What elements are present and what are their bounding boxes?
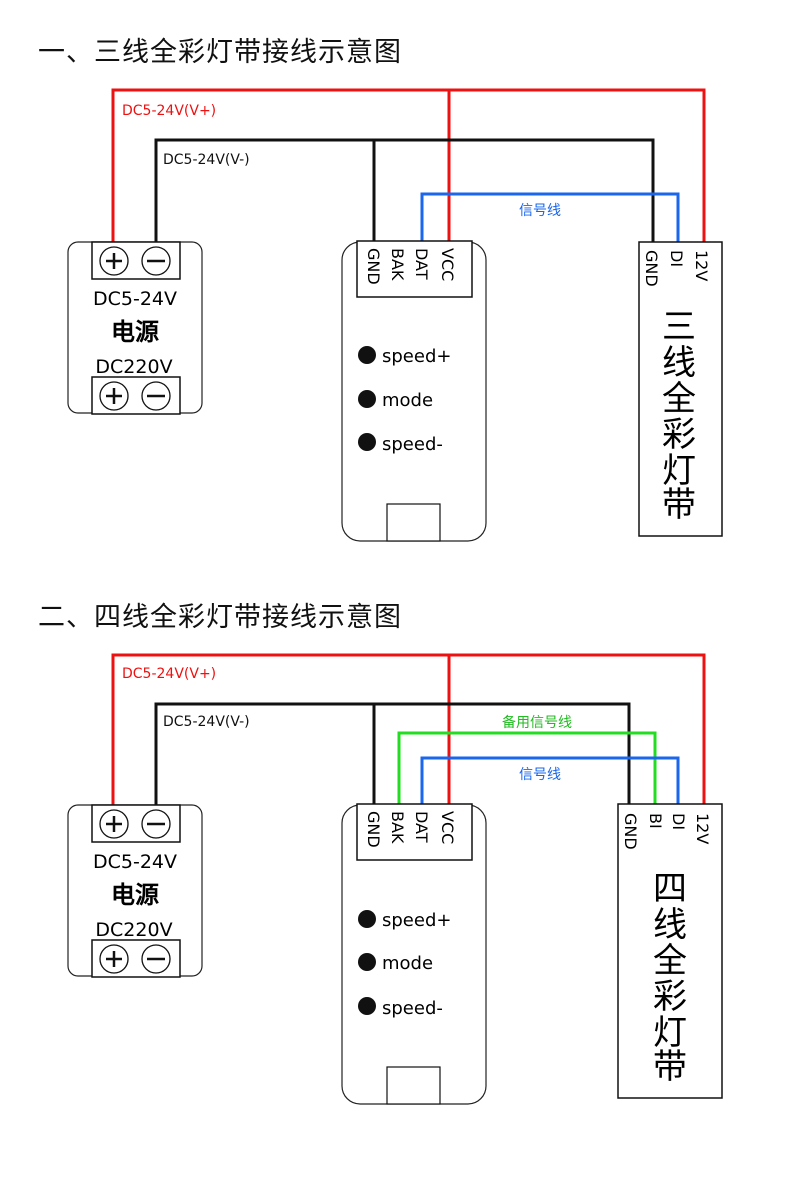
wire-signal <box>420 756 680 805</box>
label-vplus: DC5-24V(V+) <box>122 103 216 119</box>
strip-pin-bi: BI <box>646 813 665 829</box>
wire-vminus <box>154 702 631 805</box>
button-mode[interactable] <box>358 953 376 971</box>
button-speed-minus[interactable] <box>358 433 376 451</box>
controller-pin-dat: DAT <box>412 248 431 280</box>
button-mode-label: mode <box>382 390 433 411</box>
svg-text:全: 全 <box>653 941 687 981</box>
label-vminus: DC5-24V(V-) <box>163 152 250 168</box>
button-speed-plus[interactable] <box>358 910 376 928</box>
strip-pin-gnd: GND <box>642 250 661 287</box>
button-speed-plus[interactable] <box>358 346 376 364</box>
section-title-three-wire: 一、三线全彩灯带接线示意图 <box>38 37 402 68</box>
controller-pin-gnd: GND <box>364 811 383 848</box>
button-mode-label: mode <box>382 953 433 974</box>
button-mode[interactable] <box>358 390 376 408</box>
controller-pin-vcc: VCC <box>438 811 457 844</box>
diagram-three-wire: DC5-24V(V+) DC5-24V(V-) 信号线 DC5-24V 电源 D… <box>67 88 723 542</box>
section-title-four-wire: 二、四线全彩灯带接线示意图 <box>38 602 402 633</box>
svg-text:线: 线 <box>662 343 696 383</box>
psu-input-label: DC220V <box>95 356 172 378</box>
label-vplus: DC5-24V(V+) <box>122 666 216 682</box>
svg-text:彩: 彩 <box>662 415 696 455</box>
psu-name: 电源 <box>111 318 159 346</box>
svg-text:带: 带 <box>662 485 696 525</box>
psu-output-label: DC5-24V <box>93 851 177 873</box>
controller-pin-vcc: VCC <box>438 248 457 281</box>
strip-name: 四 线 全 彩 灯 带 <box>653 869 687 1087</box>
plus-circle-icon <box>99 809 129 839</box>
controller-pin-gnd: GND <box>364 248 383 285</box>
diagram-four-wire: DC5-24V(V+) DC5-24V(V-) 备用信号线 信号线 DC5-24… <box>67 653 723 1105</box>
wire-backup-signal <box>397 731 657 805</box>
plus-circle-icon <box>99 246 129 276</box>
minus-circle-icon <box>141 944 171 974</box>
svg-text:带: 带 <box>653 1047 687 1087</box>
svg-text:全: 全 <box>662 379 696 419</box>
plus-circle-icon <box>99 381 129 411</box>
wire-vplus <box>111 653 706 805</box>
wire-signal <box>420 192 680 243</box>
strip-pin-gnd: GND <box>621 813 640 850</box>
minus-circle-icon <box>141 246 171 276</box>
svg-text:线: 线 <box>653 905 687 945</box>
controller-pin-dat: DAT <box>412 811 431 843</box>
plus-circle-icon <box>99 944 129 974</box>
power-supply: DC5-24V 电源 DC220V <box>67 804 203 978</box>
svg-text:彩: 彩 <box>653 977 687 1017</box>
psu-output-label: DC5-24V <box>93 288 177 310</box>
button-speed-minus-label: speed- <box>382 434 443 455</box>
button-speed-plus-label: speed+ <box>382 346 451 367</box>
controller-port <box>386 503 441 542</box>
minus-circle-icon <box>141 381 171 411</box>
wire-vminus <box>154 138 655 243</box>
led-strip: GND DI 12V 三 线 全 彩 灯 带 <box>638 241 723 537</box>
controller-pin-header <box>356 240 473 298</box>
svg-text:三: 三 <box>662 307 696 347</box>
label-backup-signal: 备用信号线 <box>502 714 572 731</box>
psu-name: 电源 <box>111 881 159 909</box>
minus-circle-icon <box>141 809 171 839</box>
controller: GND BAK DAT VCC speed+ mode speed- <box>341 240 487 542</box>
svg-text:四: 四 <box>653 869 687 909</box>
button-speed-minus[interactable] <box>358 997 376 1015</box>
psu-input-label: DC220V <box>95 919 172 941</box>
controller-pin-header <box>356 803 473 861</box>
power-supply: DC5-24V 电源 DC220V <box>67 241 203 415</box>
label-signal: 信号线 <box>519 767 561 783</box>
strip-name: 三 线 全 彩 灯 带 <box>662 307 696 525</box>
svg-text:灯: 灯 <box>662 451 696 491</box>
strip-pin-di: DI <box>669 813 688 830</box>
wire-vplus <box>111 88 706 243</box>
controller-port <box>386 1066 441 1105</box>
led-strip: GND BI DI 12V 四 线 全 彩 灯 带 <box>617 803 723 1099</box>
svg-text:灯: 灯 <box>653 1013 687 1053</box>
controller-pin-bak: BAK <box>388 811 407 844</box>
label-vminus: DC5-24V(V-) <box>163 714 250 730</box>
strip-pin-12v: 12V <box>692 250 711 281</box>
controller: GND BAK DAT VCC speed+ mode speed- <box>341 803 487 1105</box>
controller-pin-bak: BAK <box>388 248 407 281</box>
strip-pin-di: DI <box>667 250 686 267</box>
strip-pin-12v: 12V <box>693 813 712 844</box>
label-signal: 信号线 <box>519 203 561 219</box>
button-speed-minus-label: speed- <box>382 998 443 1019</box>
button-speed-plus-label: speed+ <box>382 910 451 931</box>
